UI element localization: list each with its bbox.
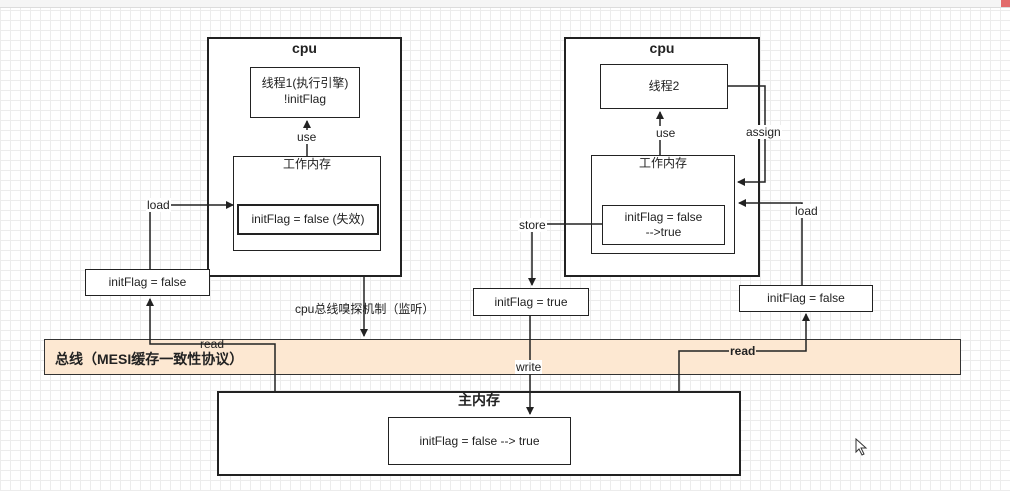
cpu1-thread-label: 线程1(执行引擎)	[261, 76, 349, 90]
cpu2-store-arrow	[528, 223, 602, 286]
bus-band: 总线（MESI缓存一致性协议）	[44, 339, 961, 375]
main-memory-title: 主内存	[458, 392, 500, 408]
snoop-label: cpu总线嗅探机制（监听）	[295, 302, 435, 316]
cpu1-cache-value: initFlag = false (失效)	[251, 212, 365, 226]
cpu1-use-label: use	[296, 130, 318, 144]
cpu2-cache-value-box	[602, 205, 725, 245]
cpu2-use-label: use	[655, 126, 677, 140]
right-bus-value: initFlag = false	[767, 291, 845, 305]
store-label: store	[518, 218, 547, 232]
middle-bus-value-box	[473, 288, 589, 316]
cpu1-cache-value-box	[237, 204, 379, 235]
cpu2-working-memory-label: 工作内存	[638, 156, 687, 170]
cpu2-thread-box	[600, 64, 728, 109]
read-left-label: read	[200, 337, 225, 351]
cpu1-working-memory-box	[233, 156, 381, 251]
top-toolbar-strip	[0, 0, 1010, 8]
cpu1-thread-flag: !initFlag	[283, 92, 327, 106]
main-memory-value: initFlag = false --> true	[419, 434, 540, 448]
cpu2-cache-value-line2: -->true	[645, 225, 682, 239]
window-close-marker	[1001, 0, 1010, 7]
cpu2-title: cpu	[649, 40, 675, 56]
cpu1-read-arrow	[146, 298, 276, 391]
cpu1-working-memory-label: 工作内存	[282, 157, 331, 171]
right-bus-value-box	[739, 285, 873, 312]
cpu2-thread-label: 线程2	[648, 79, 680, 93]
bus-label: 总线（MESI缓存一致性协议）	[55, 351, 244, 367]
assign-label: assign	[745, 125, 782, 139]
main-memory-value-box	[388, 417, 571, 465]
left-bus-value: initFlag = false	[108, 275, 187, 289]
mouse-cursor-icon	[855, 438, 868, 456]
cpu1-title: cpu	[292, 40, 317, 56]
cpu1-thread-box	[250, 67, 360, 118]
cpu2-cache-value-line1: initFlag = false	[624, 210, 703, 224]
load-right-label: load	[794, 204, 819, 218]
write-label: write	[515, 360, 543, 374]
load-left-label: load	[146, 198, 171, 212]
left-bus-value-box	[85, 269, 210, 296]
cpu1-load-arrow	[149, 201, 234, 269]
cpu2-load-arrow	[738, 199, 803, 285]
read-right-label: read	[729, 344, 757, 358]
middle-bus-value: initFlag = true	[494, 295, 568, 309]
